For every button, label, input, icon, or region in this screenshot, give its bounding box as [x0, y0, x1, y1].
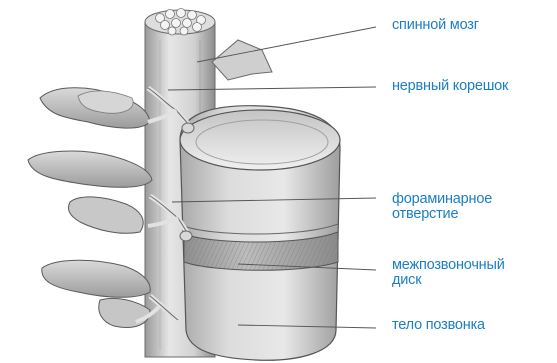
- label-nerve-root: нервный корешок: [392, 79, 508, 94]
- label-intervertebral-disc: межпозвоночный диск: [392, 258, 505, 288]
- leader-spinal-cord: [197, 27, 376, 62]
- label-foramen: фораминарное отверстие: [392, 192, 492, 222]
- upper-facet: [212, 40, 272, 80]
- label-vertebral-body: тело позвонка: [392, 318, 485, 333]
- vertebral-body: [180, 106, 340, 361]
- label-spinal-cord: спинной мозг: [392, 18, 479, 33]
- transverse-processes: [28, 88, 152, 328]
